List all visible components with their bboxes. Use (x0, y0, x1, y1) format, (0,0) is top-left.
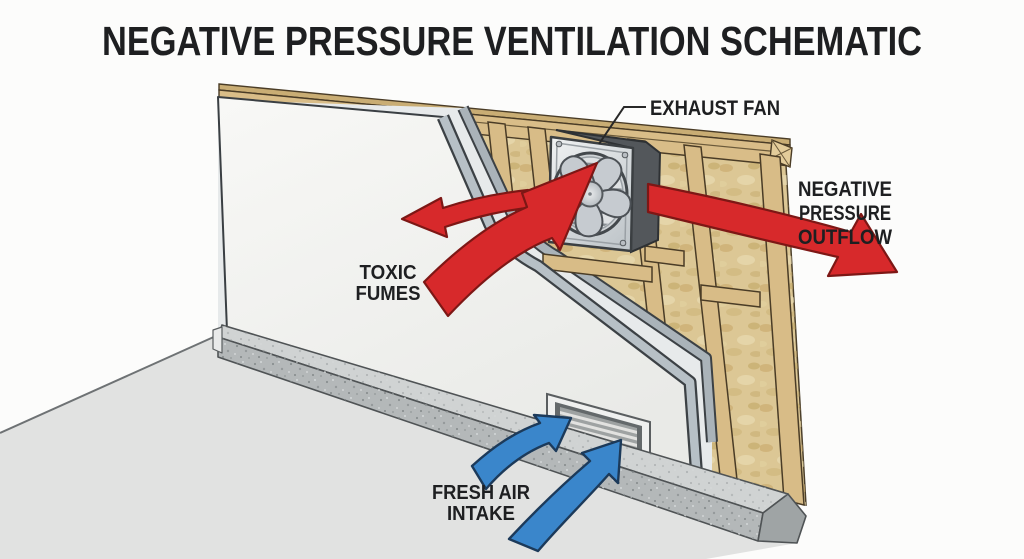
fresh-air-arrow-lower (507, 438, 623, 553)
outflow-label-line2: PRESSURE (799, 202, 891, 225)
exhaust-fan-leader-line (598, 106, 646, 145)
floor (0, 330, 806, 559)
noggin (644, 245, 685, 267)
fresh-air-intake-label: FRESH AIR INTAKE (432, 482, 531, 525)
screw-icon (555, 140, 563, 148)
exhaust-fan-label: EXHAUST FAN (650, 97, 780, 120)
toxic-label-line2: FUMES (356, 283, 421, 305)
intake-label-line2: INTAKE (447, 503, 515, 525)
toxic-label-line1: TOXIC (360, 262, 417, 284)
toxic-fumes-arrow-into-fan (422, 161, 599, 318)
floor-surface (0, 331, 806, 559)
airflow-arrows-red (400, 161, 899, 318)
outflow-arrow (646, 182, 899, 278)
outflow-label-line1: NEGATIVE (798, 178, 892, 201)
outflow-label: NEGATIVE PRESSURE OUTFLOW (798, 178, 892, 249)
intake-label-line1: FRESH AIR (432, 482, 531, 504)
floor-wall-junction-line (0, 330, 228, 434)
screw-icon (621, 151, 629, 159)
fresh-air-arrow-upper (470, 413, 573, 491)
noggin (700, 284, 761, 308)
screw-icon (619, 239, 627, 247)
footing-speckle (218, 337, 763, 541)
toxic-fumes-label: TOXIC FUMES (356, 262, 421, 305)
labels: NEGATIVE PRESSURE VENTILATION SCHEMATIC … (102, 18, 922, 525)
diagram-title: NEGATIVE PRESSURE VENTILATION SCHEMATIC (102, 18, 922, 64)
fan-hub-center (588, 192, 592, 196)
concrete-footing (212, 324, 807, 544)
outflow-label-line3: OUTFLOW (798, 226, 892, 249)
footing-top-speckle (218, 325, 788, 513)
footing-left-end-cap (212, 326, 223, 354)
airflow-arrows-blue (470, 413, 623, 553)
